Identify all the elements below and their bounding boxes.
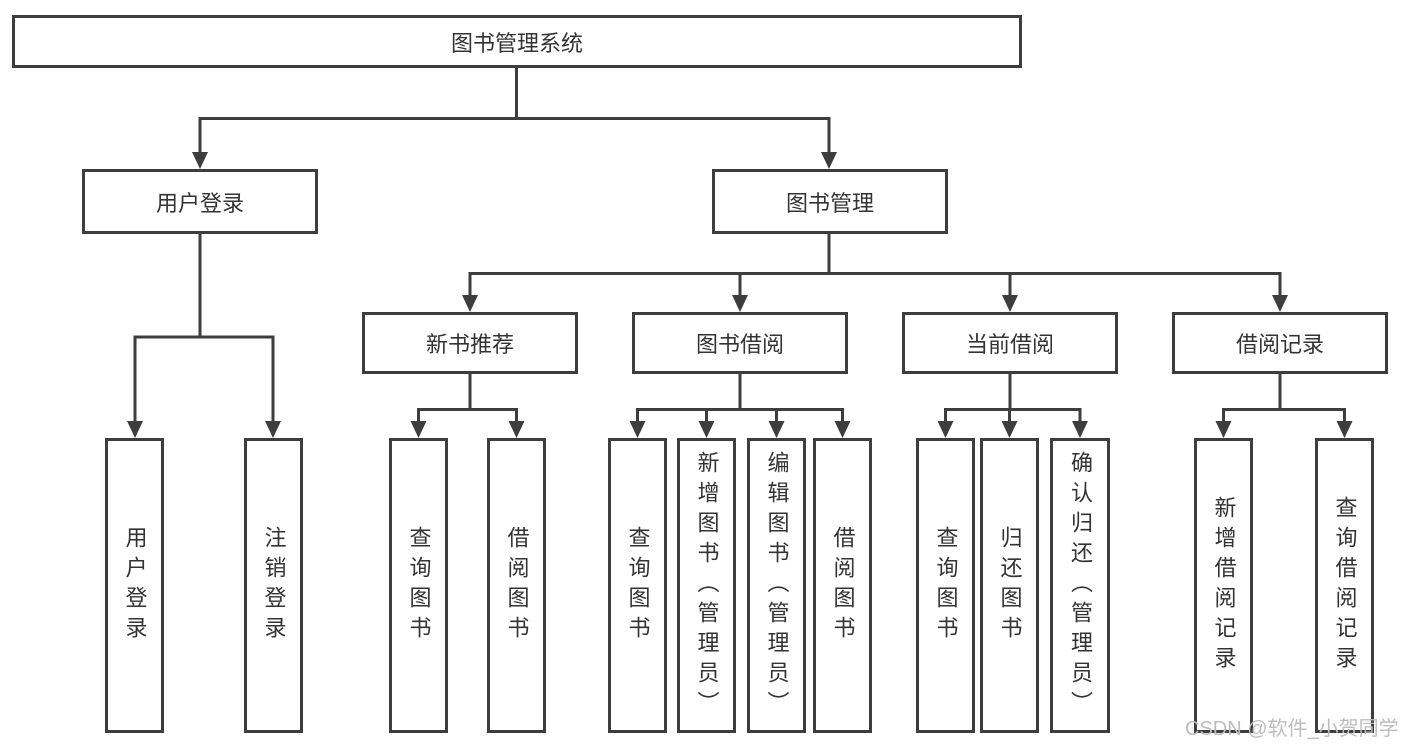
connector-currentborrow-to-leaves — [937, 374, 1088, 438]
connector-bookmanagement-to-level2 — [462, 234, 1288, 312]
connector-newbook-to-leaves — [410, 374, 525, 438]
node-current-borrowing: 当前借阅 — [902, 312, 1118, 374]
leaf-label: 查询借阅记录 — [1332, 495, 1358, 676]
leaf-borrow-books-borrowing: 借阅图书 — [813, 438, 872, 733]
node-label: 图书管理 — [785, 190, 874, 216]
leaf-label: 查询图书 — [933, 525, 959, 646]
leaf-label: 确认归还（管理员） — [1068, 450, 1093, 721]
node-label: 当前借阅 — [965, 332, 1054, 357]
leaf-label: 归还图书 — [997, 525, 1023, 646]
leaf-confirm-return-admin: 确认归还（管理员） — [1050, 438, 1110, 733]
leaf-label: 借阅图书 — [504, 525, 530, 646]
node-book-management: 图书管理 — [712, 169, 948, 234]
connector-userlogin-to-leaves — [127, 234, 281, 438]
leaf-label: 注销登录 — [261, 525, 287, 646]
connector-root-to-level1 — [192, 68, 837, 169]
node-new-book-recommendation: 新书推荐 — [362, 312, 578, 374]
node-label: 新书推荐 — [425, 332, 514, 357]
node-label: 图书借阅 — [695, 332, 784, 357]
node-user-login: 用户登录 — [82, 169, 318, 234]
leaf-query-borrow-record: 查询借阅记录 — [1315, 438, 1374, 733]
csdn-watermark: CSDN @软件_小贺同学 — [1185, 718, 1399, 740]
leaf-add-book-admin: 新增图书（管理员） — [677, 438, 736, 733]
leaf-label: 查询图书 — [406, 525, 432, 646]
leaf-label: 新增借阅记录 — [1211, 495, 1237, 676]
leaf-query-books-current: 查询图书 — [916, 438, 975, 733]
node-library-management-system: 图书管理系统 — [12, 15, 1022, 68]
leaf-borrow-books-recommend: 借阅图书 — [487, 438, 546, 733]
leaf-query-books-recommend: 查询图书 — [389, 438, 448, 733]
node-label: 图书管理系统 — [450, 30, 583, 56]
leaf-label: 用户登录 — [122, 525, 148, 646]
leaf-label: 新增图书（管理员） — [694, 450, 720, 721]
leaf-label: 借阅图书 — [830, 525, 856, 646]
connector-borrowrecords-to-leaves — [1215, 374, 1353, 438]
leaf-query-books-borrowing: 查询图书 — [608, 438, 667, 733]
node-label: 用户登录 — [155, 190, 244, 216]
leaf-edit-book-admin: 编辑图书（管理员） — [747, 438, 806, 733]
leaf-label: 查询图书 — [625, 525, 651, 646]
node-borrowing-records: 借阅记录 — [1172, 312, 1388, 374]
leaf-user-login: 用户登录 — [105, 438, 164, 733]
connector-bookborrow-to-leaves — [629, 374, 851, 438]
leaf-add-borrow-record: 新增借阅记录 — [1194, 438, 1253, 733]
leaf-return-book: 归还图书 — [980, 438, 1039, 733]
node-book-borrowing: 图书借阅 — [632, 312, 848, 374]
leaf-logout: 注销登录 — [244, 438, 303, 733]
node-label: 借阅记录 — [1235, 332, 1324, 357]
leaf-label: 编辑图书（管理员） — [764, 450, 790, 721]
